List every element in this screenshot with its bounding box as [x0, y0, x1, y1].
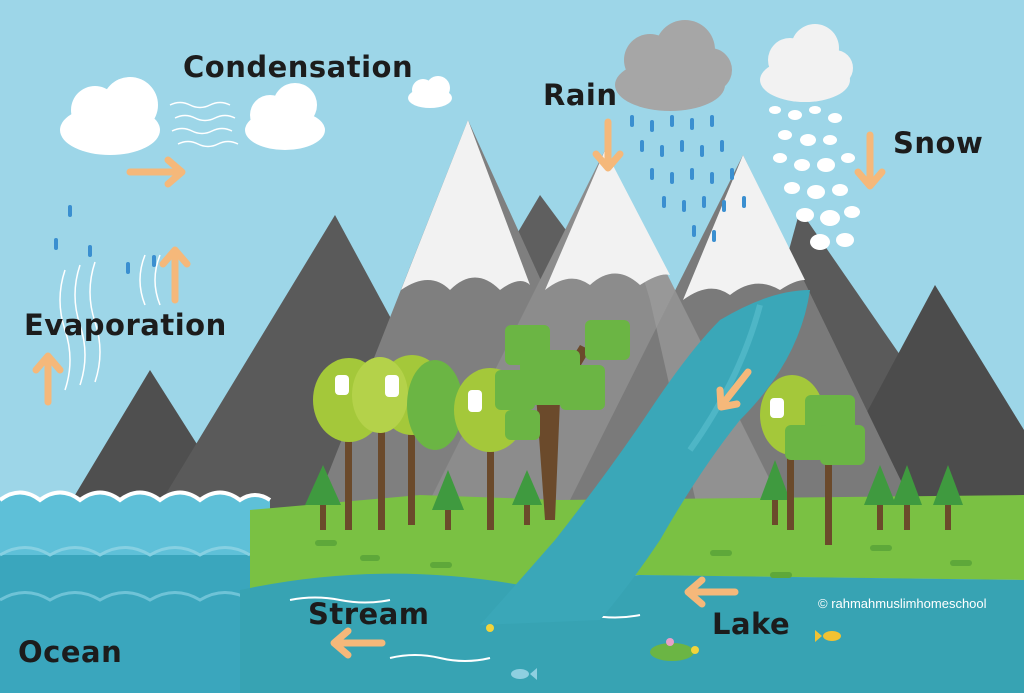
ocean-wave-line-1: [0, 490, 272, 503]
arrow-stream-left: [330, 627, 386, 659]
evaporation-vapor-lines: [59, 254, 161, 391]
arrow-river-down: [716, 368, 752, 411]
pine-trees: [305, 460, 963, 530]
ocean-deep: [0, 555, 270, 693]
cloud-condensation: [245, 83, 325, 150]
cloud-small: [408, 76, 452, 108]
lily-pad: [486, 624, 699, 661]
lake-ripple-3: [389, 654, 491, 662]
arrow-rain-down: [592, 118, 624, 172]
condensation-wind-lines: [169, 101, 239, 148]
ocean-wave-line-2: [0, 546, 251, 557]
arrow-snow-down: [854, 131, 886, 190]
lake: [240, 573, 1024, 693]
label-ocean: Ocean: [18, 635, 123, 669]
arrow-evaporation-up-1: [159, 246, 191, 304]
arrows: [32, 118, 886, 659]
label-evaporation: Evaporation: [24, 308, 227, 342]
snowcap-center: [545, 150, 670, 290]
grass-marks: [315, 540, 972, 578]
arrow-condensation-right: [126, 156, 186, 188]
cloud-rain: [615, 20, 732, 111]
fish-yellow: [815, 630, 841, 642]
cloud-snow: [760, 24, 853, 102]
snowcap-right: [683, 155, 805, 300]
leafy-trees: [495, 320, 865, 545]
label-stream: Stream: [308, 597, 430, 631]
river: [480, 290, 810, 625]
snowflakes: [769, 106, 860, 250]
evaporation-drops: [54, 205, 156, 274]
river-highlight: [687, 304, 763, 452]
ocean-wave-line-3: [0, 591, 251, 602]
label-rain: Rain: [543, 78, 618, 112]
label-snow: Snow: [893, 126, 984, 160]
arrow-lake-left: [684, 576, 739, 608]
label-condensation: Condensation: [183, 50, 414, 84]
lake-ripple-1: [289, 596, 391, 604]
label-lake: Lake: [712, 607, 791, 641]
arrow-evaporation-up-2: [32, 352, 64, 406]
cloud-evaporation: [60, 77, 160, 155]
rain-drops: [630, 115, 746, 242]
snowcap-left: [401, 120, 530, 290]
fish-blue: [511, 668, 537, 680]
copyright-credit: © rahmahmuslimhomeschool: [818, 596, 987, 611]
